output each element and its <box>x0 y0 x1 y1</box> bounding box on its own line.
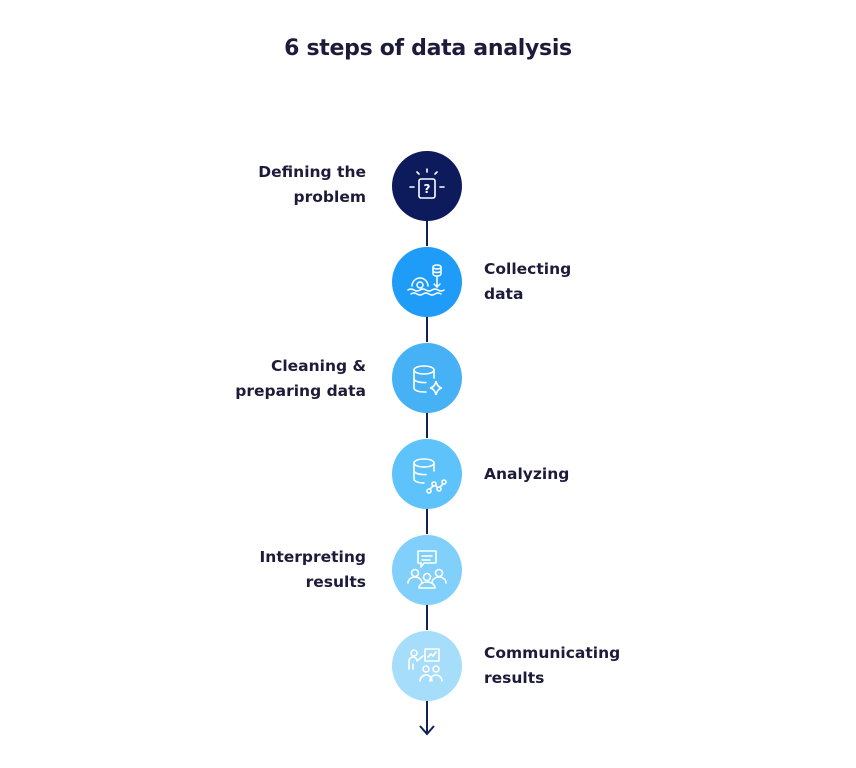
label-line: preparing data <box>235 382 366 400</box>
step-1-label: Defining the problem <box>258 160 366 210</box>
label-line: Defining the <box>258 163 366 181</box>
connector-line <box>426 700 428 734</box>
step-5-circle <box>392 535 462 605</box>
presentation-icon <box>408 648 443 682</box>
step-2-label: Collecting data <box>484 257 571 307</box>
connector-line <box>426 316 428 342</box>
label-line: Collecting <box>484 260 572 278</box>
lightbulb-question-icon: ? <box>409 168 445 199</box>
database-graph-icon <box>413 458 447 494</box>
label-line: problem <box>293 188 366 206</box>
step-1-circle: ? <box>392 151 462 221</box>
step-4-circle <box>392 439 462 509</box>
label-line: results <box>484 669 545 687</box>
connector-line <box>426 604 428 630</box>
svg-text:?: ? <box>424 182 431 196</box>
step-3-label: Cleaning & preparing data <box>235 354 366 404</box>
step-6-label: Communicating results <box>484 641 620 691</box>
connector-line <box>426 220 428 246</box>
page-title: 6 steps of data analysis <box>284 36 572 61</box>
label-line: data <box>484 285 524 303</box>
label-line: Interpreting <box>259 548 366 566</box>
connector-line <box>426 508 428 534</box>
team-discussion-icon <box>407 550 447 589</box>
arrow-down-icon <box>419 725 435 736</box>
connector-line <box>426 412 428 438</box>
database-sparkle-icon <box>413 365 443 396</box>
label-line: Communicating <box>484 644 621 662</box>
step-6-circle <box>392 631 462 701</box>
step-4-label: Analyzing <box>484 462 569 487</box>
step-3-circle <box>392 343 462 413</box>
label-line: results <box>305 573 366 591</box>
step-2-circle <box>392 247 462 317</box>
label-line: Analyzing <box>484 465 570 483</box>
collect-database-icon <box>407 264 445 296</box>
step-5-label: Interpreting results <box>260 545 366 595</box>
label-line: Cleaning & <box>270 357 366 375</box>
